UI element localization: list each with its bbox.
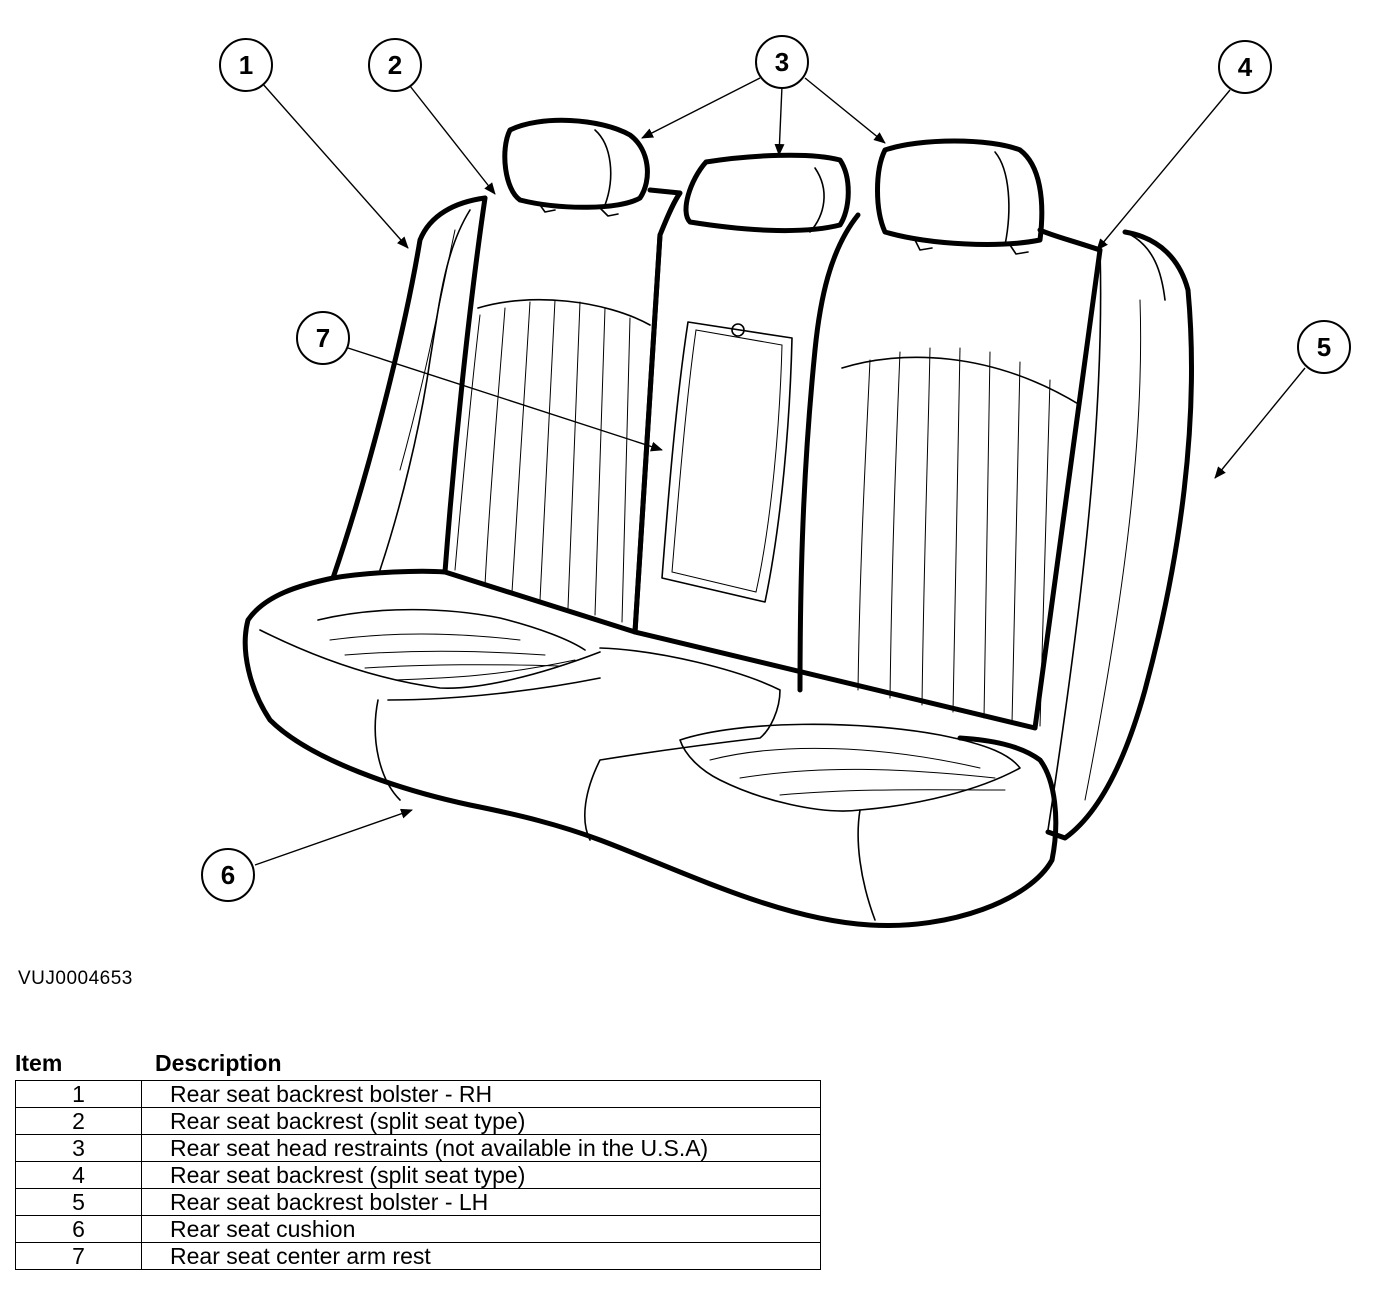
legend-item-description: Rear seat cushion [141,1215,821,1243]
figure-reference-code: VUJ0004653 [18,968,133,989]
legend-item-number: 4 [15,1161,142,1189]
callout-4: 4 [1218,40,1272,94]
svg-text:3: 3 [775,47,789,77]
table-row: 3 Rear seat head restraints (not availab… [15,1134,821,1162]
leader-6 [254,808,413,866]
table-row: 2 Rear seat backrest (split seat type) [15,1107,821,1135]
table-row: 7 Rear seat center arm rest [15,1242,821,1270]
legend-header-description: Description [155,1050,282,1076]
callout-6: 6 [201,848,255,902]
leader-3a [641,77,761,139]
legend-item-description: Rear seat backrest bolster - LH [141,1188,821,1216]
leader-lines [254,77,1306,866]
legend-header: Item Description [15,1050,821,1080]
center-arm-rest [661,321,793,603]
callout-7: 7 [296,311,350,365]
head-restraint-left [502,117,650,210]
leader-7 [347,347,663,452]
leader-2 [409,85,496,195]
legend-item-description: Rear seat backrest bolster - RH [141,1080,821,1108]
seat-drawing [242,117,1194,929]
legend-item-number: 7 [15,1242,142,1270]
legend-header-item: Item [15,1050,63,1076]
leader-1 [261,82,409,249]
legend-item-number: 6 [15,1215,142,1243]
legend-item-number: 5 [15,1188,142,1216]
legend-item-description: Rear seat backrest (split seat type) [141,1161,821,1189]
svg-text:5: 5 [1317,332,1331,362]
backrest-bolster-lh [1045,229,1194,841]
backrest-left [442,187,683,635]
leader-4 [1096,89,1231,251]
legend: Item Description 1 Rear seat backrest bo… [15,1050,821,1270]
backrest-bolster-rh [330,195,488,581]
legend-item-description: Rear seat center arm rest [141,1242,821,1270]
legend-table: 1 Rear seat backrest bolster - RH 2 Rear… [15,1080,821,1270]
legend-item-number: 1 [15,1080,142,1108]
backrest-center [632,227,1103,731]
callout-3: 3 [755,35,809,89]
head-restraint-right [875,138,1045,247]
table-row: 5 Rear seat backrest bolster - LH [15,1188,821,1216]
callout-5: 5 [1297,320,1351,374]
table-row: 1 Rear seat backrest bolster - RH [15,1080,821,1108]
table-row: 4 Rear seat backrest (split seat type) [15,1161,821,1189]
svg-text:2: 2 [388,50,402,80]
svg-text:6: 6 [221,860,235,890]
rear-seat-diagram: 1 2 3 4 5 6 7 [201,35,1351,929]
svg-text:7: 7 [316,323,330,353]
seat-cushion [242,575,1059,929]
leader-5 [1214,367,1306,479]
leader-3b [774,85,785,156]
table-row: 6 Rear seat cushion [15,1215,821,1243]
legend-item-number: 2 [15,1107,142,1135]
head-restraint-center [683,152,851,234]
svg-text:1: 1 [239,50,253,80]
leader-3c [804,77,886,144]
callout-2: 2 [368,38,422,92]
legend-item-description: Rear seat head restraints (not available… [141,1134,821,1162]
legend-item-number: 3 [15,1134,142,1162]
legend-item-description: Rear seat backrest (split seat type) [141,1107,821,1135]
callout-1: 1 [219,38,273,92]
svg-text:4: 4 [1238,52,1253,82]
